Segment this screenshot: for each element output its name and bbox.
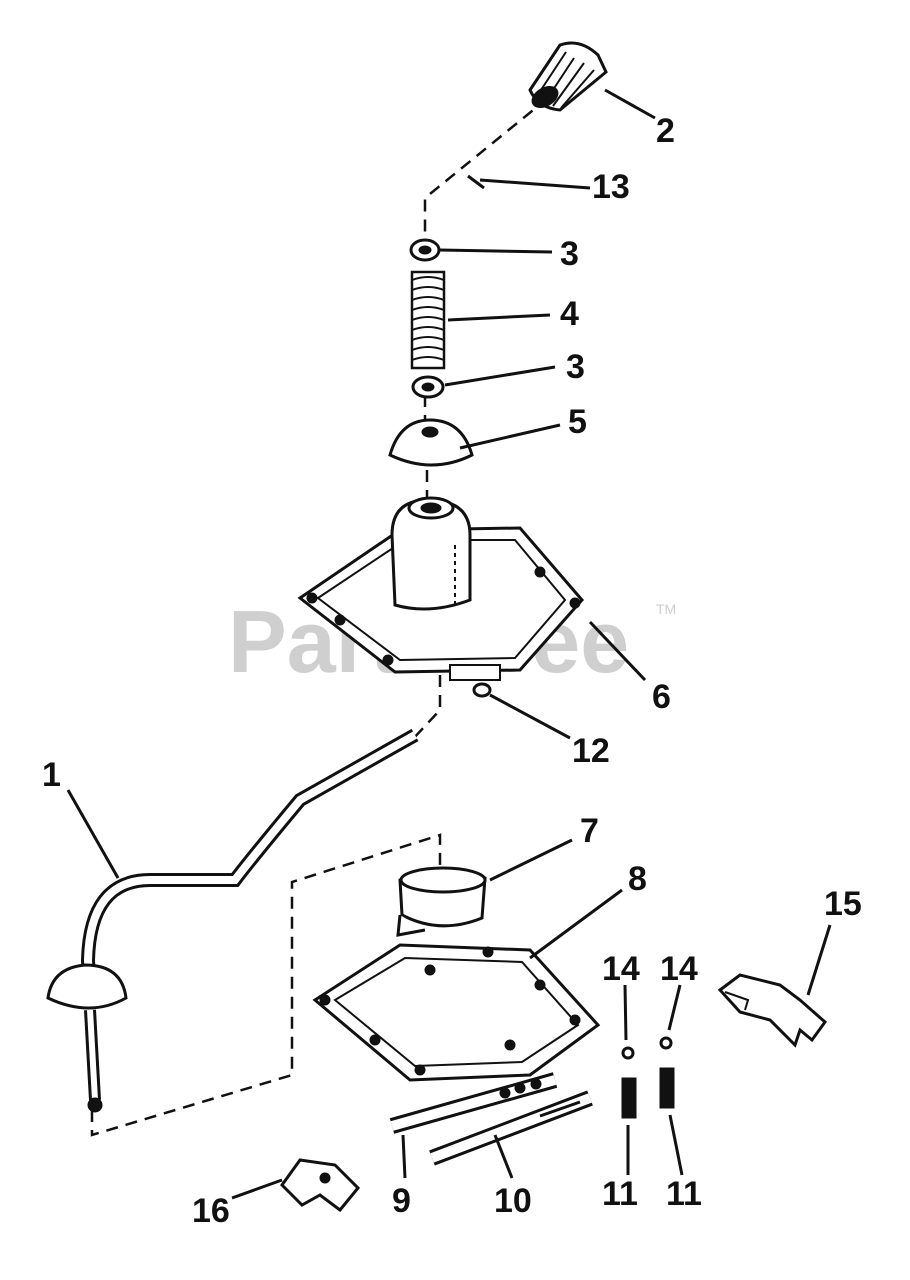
leader-4 xyxy=(447,313,551,322)
leader-3a xyxy=(439,248,553,254)
assembly-lines xyxy=(90,97,549,1137)
assembly-line-lever xyxy=(411,675,442,741)
leader-7 xyxy=(489,838,573,882)
callout-10: 10 xyxy=(494,1182,532,1220)
callout-5: 5 xyxy=(568,403,587,441)
leader-12 xyxy=(489,693,571,740)
callout-11-right: 11 xyxy=(666,1175,702,1213)
part-gasket xyxy=(312,943,601,1082)
leader-15 xyxy=(806,924,832,996)
part-fork-16 xyxy=(280,1158,361,1213)
leader-14b xyxy=(667,984,682,1031)
part-detent-springs xyxy=(621,1067,675,1119)
callout-11-left: 11 xyxy=(602,1175,638,1213)
callout-14-right: 14 xyxy=(660,950,698,988)
callout-12: 12 xyxy=(572,732,610,770)
callout-2: 2 xyxy=(656,112,675,150)
callout-14-left: 14 xyxy=(602,950,640,988)
callout-3-upper: 3 xyxy=(560,235,579,273)
leader-11b xyxy=(668,1114,684,1176)
watermark-trademark: TM xyxy=(656,601,676,617)
part-shift-tower xyxy=(297,496,584,674)
callout-15: 15 xyxy=(824,885,862,923)
leader-1 xyxy=(66,789,120,879)
part-plug xyxy=(449,664,501,698)
leader-9 xyxy=(401,1134,407,1179)
part-washer-lower xyxy=(411,375,445,399)
leader-2 xyxy=(604,88,656,120)
leader-lines xyxy=(66,88,832,1200)
callout-3-lower: 3 xyxy=(566,348,585,386)
callout-8: 8 xyxy=(628,860,647,898)
leader-5 xyxy=(459,423,561,450)
callout-1: 1 xyxy=(42,756,61,794)
leader-16 xyxy=(231,1178,283,1200)
assembly-line-knob xyxy=(423,97,549,240)
part-detent-balls xyxy=(621,1036,673,1060)
part-knob xyxy=(528,41,608,112)
callout-labels: 2 13 3 4 3 5 6 12 1 7 8 15 14 14 11 11 9… xyxy=(42,112,862,1230)
callout-9: 9 xyxy=(392,1182,411,1220)
callout-13: 13 xyxy=(592,168,630,206)
leader-14a xyxy=(623,984,628,1041)
leader-3b xyxy=(444,365,556,387)
leader-8 xyxy=(529,888,623,960)
part-fork-15 xyxy=(717,973,828,1048)
leader-10 xyxy=(493,1134,514,1179)
part-pin xyxy=(467,174,485,190)
pin-shape xyxy=(467,174,485,190)
part-clip xyxy=(396,866,487,937)
callout-7: 7 xyxy=(580,812,599,850)
callout-6: 6 xyxy=(652,678,671,716)
assembly-line-lower xyxy=(90,833,442,1137)
callout-16: 16 xyxy=(192,1192,230,1230)
leader-13 xyxy=(479,178,591,190)
callout-4: 4 xyxy=(560,295,579,333)
part-shift-rails xyxy=(389,1072,593,1166)
part-cap xyxy=(388,418,474,467)
part-shift-lever xyxy=(46,728,419,1113)
part-washer-upper xyxy=(409,238,441,262)
leader-6 xyxy=(588,620,647,682)
part-spring xyxy=(410,270,446,370)
